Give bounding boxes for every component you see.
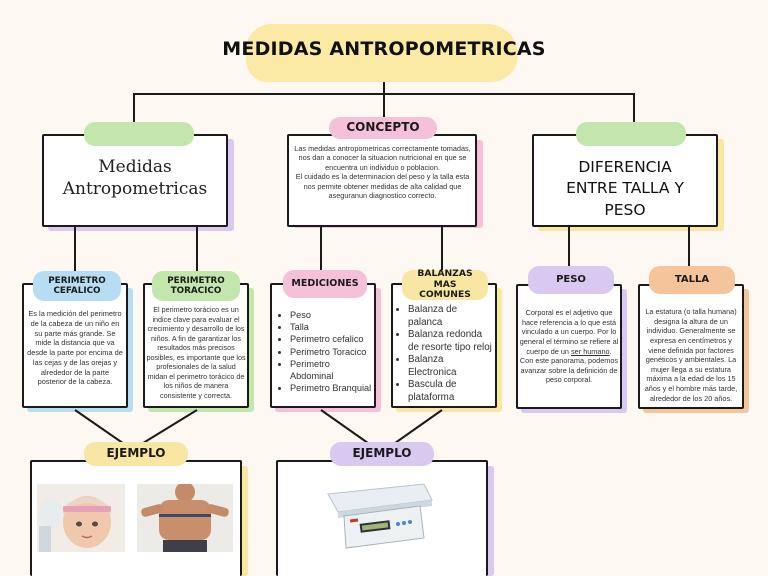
baby-head-measurement-photo (37, 484, 125, 552)
connector-balanzas (441, 227, 443, 272)
connector-peso (568, 227, 570, 272)
mediciones-label: MEDICIONES (283, 270, 367, 298)
mediciones-item: Perimetro Toracico (290, 346, 374, 358)
peso-text: Corporal es el adjetivo que hace referen… (519, 308, 619, 385)
chest-measurement-photo (137, 484, 233, 552)
connector-right-down (633, 93, 635, 125)
concepto-paragraph-1: Las medidas antropometricas correctament… (294, 144, 471, 172)
talla-card (638, 284, 744, 409)
concepto-paragraph-2: El cuidado es la determinacion del peso … (295, 172, 470, 201)
connector-talla (688, 227, 690, 272)
left-main-tab (84, 122, 194, 146)
balanzas-card (391, 283, 497, 408)
diferencia-text: DIFERENCIA ENTRE TALLA Y PESO (566, 158, 684, 219)
connector-mediciones (320, 227, 322, 272)
toracico-card (143, 283, 249, 408)
balanzas-item: Bascula de plataforma (408, 379, 494, 404)
balanzas-item: Balanza de palanca (408, 304, 494, 329)
page-title: MEDIDAS ANTROPOMETRICAS (222, 38, 546, 60)
cefalico-text: Es la medición del perimetro de la cabez… (27, 309, 123, 387)
mediciones-item: Perimetro Abdominal (290, 358, 374, 382)
balanzas-item: Balanza redonda de resorte tipo reloj (408, 329, 494, 354)
electronic-baby-scale-photo (320, 480, 436, 552)
peso-card (516, 284, 622, 409)
mediciones-item: Perimetro Branquial (290, 382, 374, 394)
mediciones-item: Perimetro cefalico (290, 333, 374, 345)
connector-cefalico (74, 227, 76, 272)
mediciones-list: PesoTallaPerimetro cefalicoPerimetro Tor… (278, 309, 374, 395)
connector-center-down (383, 93, 385, 117)
example-connectors (74, 409, 443, 449)
left-main-text: Medidas Antropometricas (62, 157, 208, 200)
concepto-card (287, 134, 477, 227)
peso-text-b: Con este panorama, podemos avanzar sobre… (519, 356, 619, 385)
mediciones-card (270, 283, 376, 408)
connector-title-down (383, 82, 385, 94)
peso-text-a: Corporal es el adjetivo que hace referen… (519, 308, 619, 356)
balanzas-list: Balanza de palancaBalanza redonda de res… (396, 304, 494, 404)
diferencia-tab (576, 122, 686, 146)
connector-toracico (196, 227, 198, 272)
concepto-text: Las medidas antropometricas correctament… (291, 144, 474, 201)
balanzas-item: Balanza Electronica (408, 354, 494, 379)
concepto-label: CONCEPTO (329, 117, 437, 139)
cefalico-label: PERIMETRO CEFALICO (33, 271, 121, 301)
talla-label: TALLA (649, 266, 735, 294)
mediciones-item: Peso (290, 309, 374, 321)
cefalico-card (22, 283, 128, 408)
ejemplo-right-label: EJEMPLO (330, 442, 434, 466)
balanzas-label: BALANZAS MAS COMUNES (402, 268, 488, 300)
toracico-text: El perimetro torácico es un indice clave… (146, 305, 246, 400)
peso-link[interactable]: ser humano (571, 346, 610, 356)
title-blob (246, 24, 518, 82)
mediciones-item: Talla (290, 321, 374, 333)
ejemplo-left-label: EJEMPLO (84, 442, 188, 466)
balanzas-list-wrap: Balanza de palancaBalanza redonda de res… (396, 304, 494, 404)
mediciones-list-wrap: PesoTallaPerimetro cefalicoPerimetro Tor… (278, 309, 374, 395)
talla-text: La estatura (o talla humana) designa la … (644, 307, 738, 403)
connector-left-down (133, 93, 135, 125)
peso-label: PESO (528, 266, 614, 294)
toracico-label: PERIMETRO TORACICO (152, 271, 240, 301)
